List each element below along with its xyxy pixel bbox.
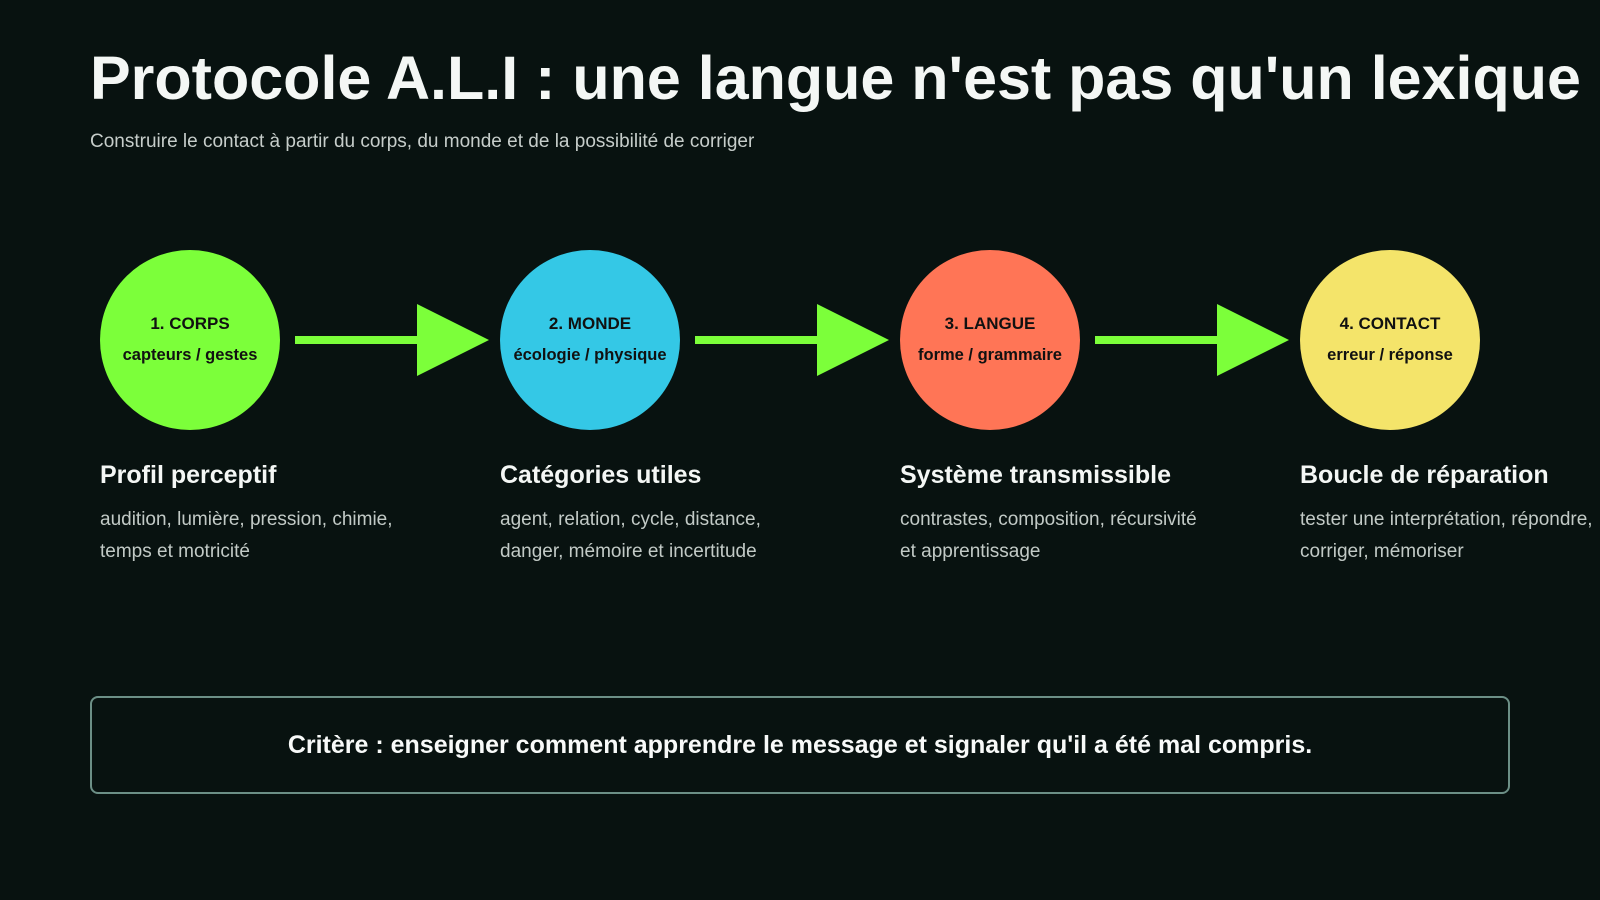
node-label: 1. CORPS bbox=[150, 313, 230, 333]
step-text-langue: contrastes, composition, récursivité et … bbox=[900, 509, 1197, 562]
page-subtitle: Construire le contact à partir du corps,… bbox=[90, 131, 755, 152]
step-text-monde: agent, relation, cycle, distance, danger… bbox=[500, 509, 761, 562]
arrow-langue-to-contact bbox=[1095, 304, 1289, 376]
criteria-text: Critère : enseigner comment apprendre le… bbox=[287, 731, 1313, 759]
node-label: 3. LANGUE bbox=[944, 313, 1036, 333]
step-title-langue: Système transmissible bbox=[900, 461, 1171, 489]
arrow-corps-to-monde bbox=[295, 304, 489, 376]
step-text-corps: audition, lumière, pression, chimie, tem… bbox=[100, 509, 393, 562]
page-title: Protocole A.L.I : une langue n'est pas q… bbox=[90, 44, 1581, 112]
node-langue: 3. LANGUE forme / grammaire bbox=[900, 250, 1080, 430]
arrow-monde-to-langue bbox=[695, 304, 889, 376]
step-text-contact: tester une interprétation, répondre, cor… bbox=[1300, 509, 1593, 562]
node-sublabel: erreur / réponse bbox=[1327, 346, 1453, 365]
node-label: 4. CONTACT bbox=[1339, 313, 1441, 333]
node-sublabel: écologie / physique bbox=[513, 346, 667, 365]
node-sublabel: forme / grammaire bbox=[918, 346, 1062, 365]
node-contact: 4. CONTACT erreur / réponse bbox=[1300, 250, 1480, 430]
criteria-box: Critère : enseigner comment apprendre le… bbox=[90, 696, 1510, 794]
step-title-monde: Catégories utiles bbox=[500, 461, 702, 489]
node-sublabel: capteurs / gestes bbox=[122, 346, 258, 365]
node-corps: 1. CORPS capteurs / gestes bbox=[100, 250, 280, 430]
step-title-contact: Boucle de réparation bbox=[1300, 461, 1549, 489]
node-label: 2. MONDE bbox=[548, 313, 632, 333]
step-title-corps: Profil perceptif bbox=[100, 461, 277, 489]
node-monde: 2. MONDE écologie / physique bbox=[500, 250, 680, 430]
